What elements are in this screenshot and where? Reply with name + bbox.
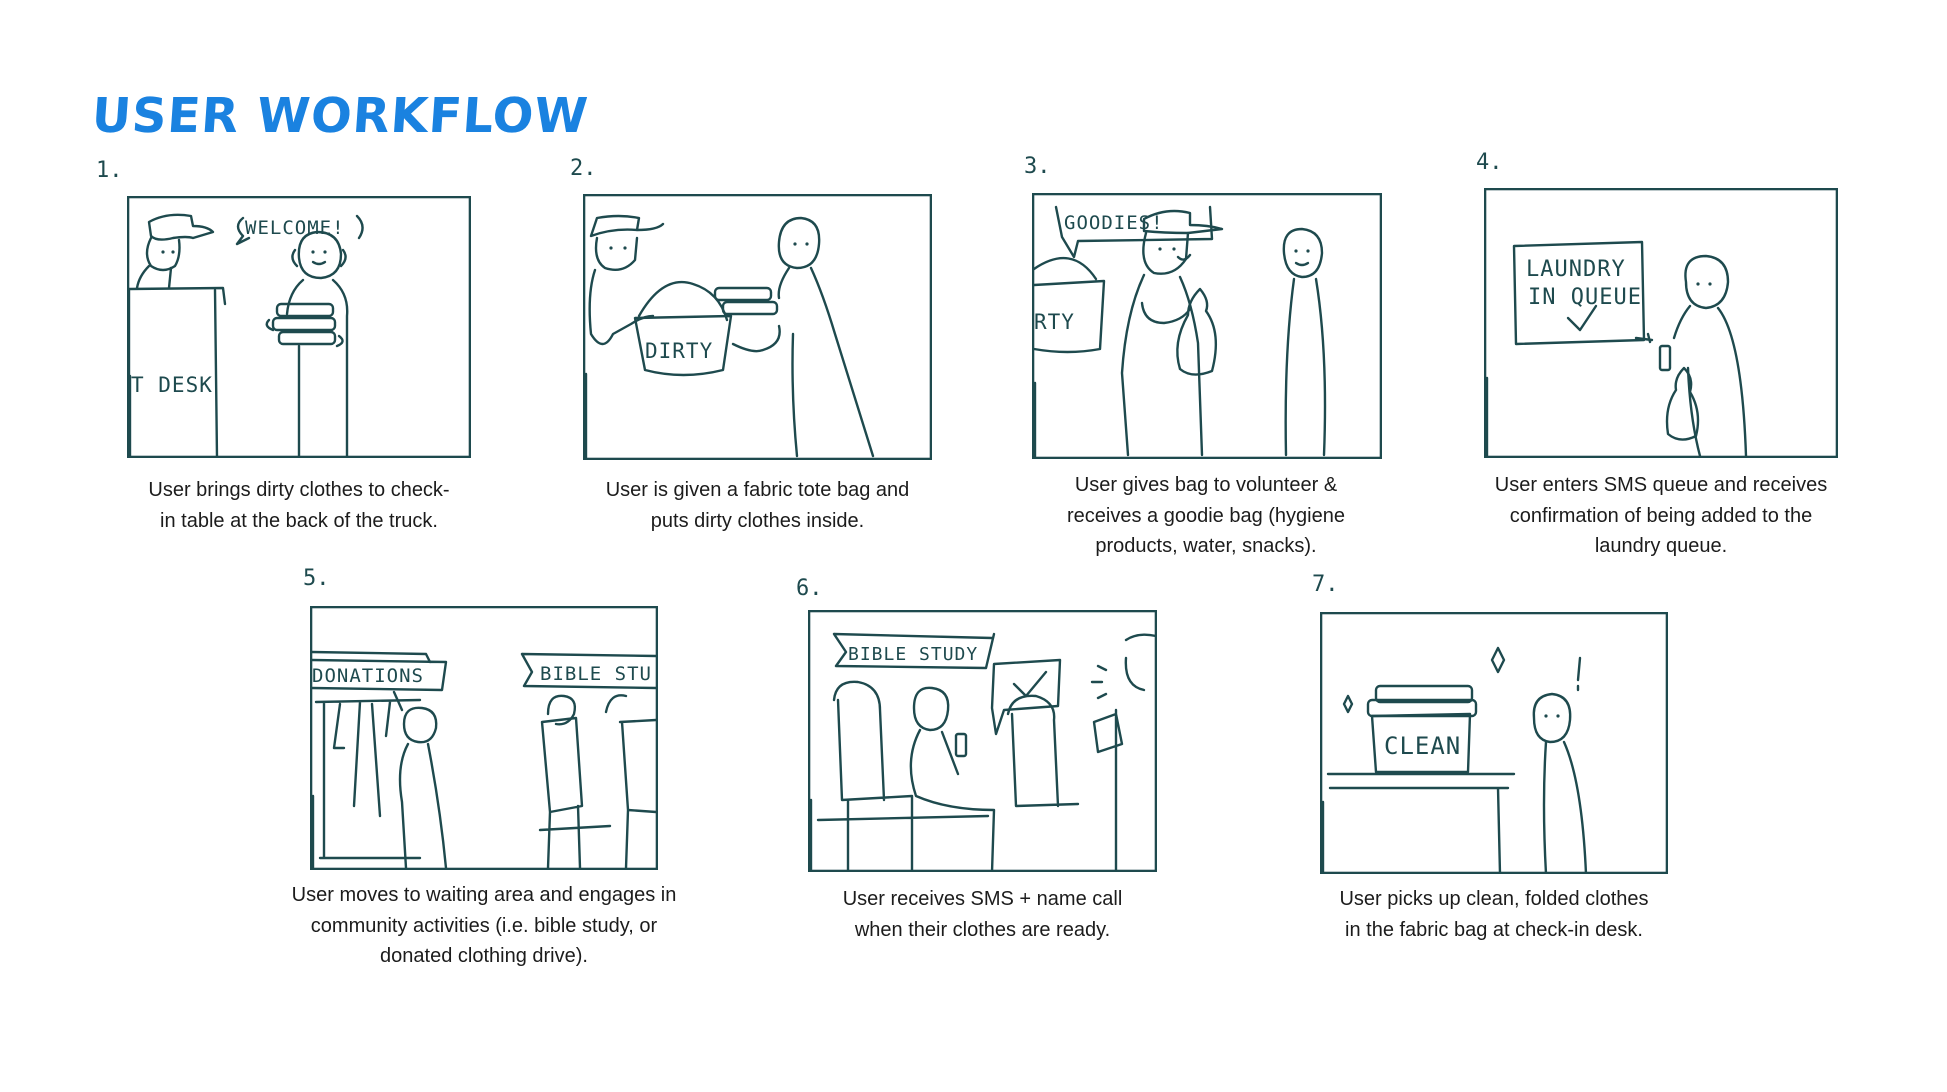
svg-text:CLEAN: CLEAN <box>1384 732 1461 760</box>
svg-text:DONATIONS: DONATIONS <box>312 665 424 687</box>
svg-text:T DESK: T DESK <box>131 373 213 397</box>
step-5-caption: User moves to waiting area and engages i… <box>252 880 716 972</box>
page-title: USER WORKFLOW <box>90 88 591 144</box>
step-1-caption-line: in table at the back of the truck. <box>160 509 438 532</box>
step-4-sketch: LAUNDRY IN QUEUE <box>1484 188 1838 458</box>
step-4-caption-line: User enters SMS queue and receives <box>1494 474 1828 496</box>
svg-text:GOODIES!: GOODIES! <box>1064 212 1164 234</box>
step-1-caption-line: User brings dirty clothes to check- <box>148 479 450 501</box>
step-6-caption-line: when their clothes are ready. <box>854 918 1111 941</box>
step-2-caption-line: puts dirty clothes inside. <box>650 509 865 532</box>
step-7-caption-line: User picks up clean, folded clothes <box>1339 888 1649 910</box>
step-2-caption-line: User is given a fabric tote bag and <box>605 479 910 501</box>
svg-text:BIBLE STUDY: BIBLE STUDY <box>848 644 978 665</box>
step-2-caption: User is given a fabric tote bag and puts… <box>575 475 940 536</box>
svg-text:WELCOME!: WELCOME! <box>245 217 345 239</box>
svg-text:BIBLE STU: BIBLE STU <box>540 663 652 685</box>
step-2-number: 2. <box>570 156 597 181</box>
step-7-number: 7. <box>1312 572 1339 597</box>
step-3-sketch: GOODIES! RTY <box>1032 193 1382 459</box>
step-6-number: 6. <box>796 576 823 601</box>
svg-text:RTY: RTY <box>1034 310 1075 334</box>
step-4-caption-line: laundry queue. <box>1594 535 1728 557</box>
svg-text:IN QUEUE: IN QUEUE <box>1528 285 1642 310</box>
step-1-sketch: T DESK WELCOME! <box>127 196 471 458</box>
step-5-sketch: DONATIONS BIBLE STU <box>310 606 658 870</box>
step-7-sketch: CLEAN <box>1320 612 1668 874</box>
step-4-caption-line: confirmation of being added to the <box>1509 504 1813 527</box>
step-4-number: 4. <box>1476 150 1503 175</box>
step-3-caption-line: products, water, snacks). <box>1095 535 1317 557</box>
step-5-caption-line: community activities (i.e. bible study, … <box>310 914 658 937</box>
step-3-number: 3. <box>1024 154 1051 179</box>
svg-text:DIRTY: DIRTY <box>645 339 713 363</box>
step-7-caption: User picks up clean, folded clothes in t… <box>1306 884 1682 945</box>
step-1-number: 1. <box>96 158 123 183</box>
svg-text:LAUNDRY: LAUNDRY <box>1526 257 1626 282</box>
step-5-caption-line: User moves to waiting area and engages i… <box>291 884 677 906</box>
step-7-caption-line: in the fabric bag at check-in desk. <box>1345 918 1643 941</box>
step-1-caption: User brings dirty clothes to check- in t… <box>103 475 495 536</box>
step-3-caption-line: receives a goodie bag (hygiene <box>1067 504 1345 527</box>
step-6-caption: User receives SMS + name call when their… <box>800 884 1165 945</box>
step-6-caption-line: User receives SMS + name call <box>842 888 1123 910</box>
step-4-caption: User enters SMS queue and receives confi… <box>1472 470 1850 562</box>
step-2-sketch: DIRTY <box>583 194 932 460</box>
step-5-number: 5. <box>303 566 330 591</box>
step-3-caption: User gives bag to volunteer & receives a… <box>1020 470 1392 562</box>
step-6-sketch: BIBLE STUDY <box>808 610 1157 872</box>
step-3-caption-line: User gives bag to volunteer & <box>1074 474 1338 496</box>
step-5-caption-line: donated clothing drive). <box>380 945 588 967</box>
